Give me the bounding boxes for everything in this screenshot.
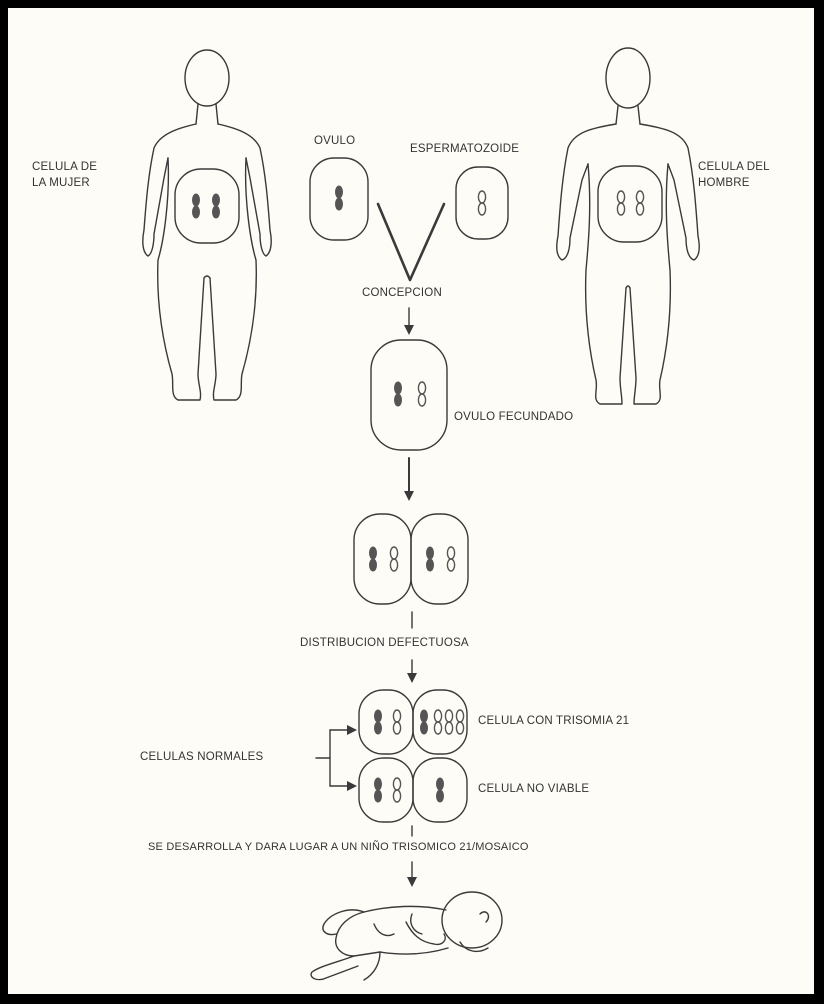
woman-cell [175, 169, 239, 243]
conception-label: CONCEPCION [362, 286, 442, 302]
sperm-label: ESPERMATOZOIDE [410, 142, 519, 158]
two-cell-right [411, 514, 468, 604]
outcome-label: SE DESARROLLA Y DARA LUGAR A UN NIÑO TRI… [148, 840, 529, 855]
man-cell [598, 166, 662, 242]
fertilized-ovum-cell [371, 340, 447, 450]
woman-cell-label-line2: LA MUJER [32, 176, 97, 192]
fertilized-ovum-label: OVULO FECUNDADO [454, 410, 573, 426]
man-cell-label-line2: HOMBRE [698, 176, 770, 192]
nonviable-cell-label: CELULA NO VIABLE [478, 782, 589, 798]
cell-normal-bottom [359, 758, 413, 822]
conception-v [378, 204, 444, 280]
faulty-distribution-label: DISTRIBUCION DEFECTUOSA [300, 636, 469, 652]
woman-cell-label: CELULA DE LA MUJER [32, 160, 97, 191]
baby-figure [311, 892, 502, 980]
man-cell-label-line1: CELULA DEL [698, 160, 770, 176]
man-cell-label: CELULA DEL HOMBRE [698, 160, 770, 191]
woman-cell-label-line1: CELULA DE [32, 160, 97, 176]
two-cell-left [354, 514, 411, 604]
ovum-label: OVULO [314, 134, 355, 150]
trisomy-cell-label: CELULA CON TRISOMIA 21 [478, 714, 629, 730]
normal-cells-label: CELULAS NORMALES [140, 750, 263, 766]
diagram-frame: CELULA DE LA MUJER CELULA DEL HOMBRE OVU… [8, 8, 814, 994]
cell-normal-top [359, 690, 413, 754]
